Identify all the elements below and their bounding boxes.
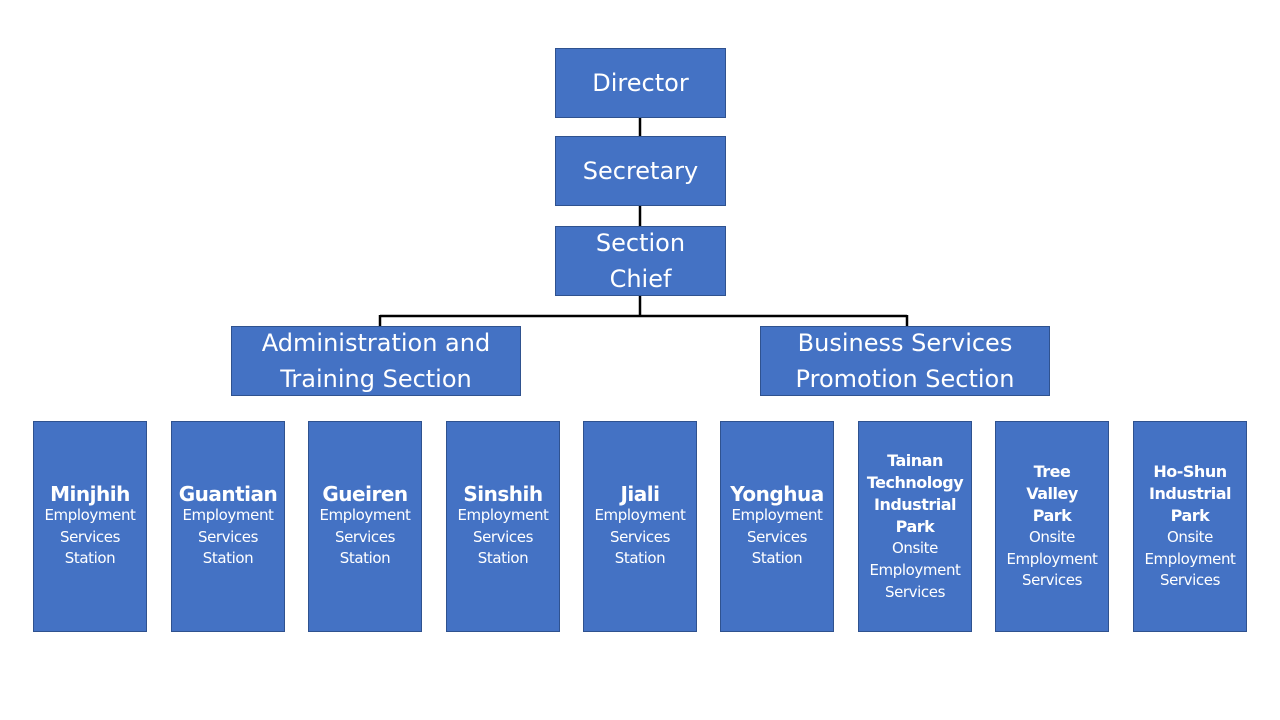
- station-minjhih: Minjhih Employment Services Station: [33, 421, 147, 632]
- station-desc: Employment Services Station: [44, 505, 136, 568]
- station-name: Ho-Shun Industrial Park: [1148, 461, 1232, 525]
- section-chief-label: Section Chief: [595, 229, 686, 293]
- station-gueiren: Gueiren Employment Services Station: [308, 421, 422, 632]
- station-name: Tree Valley Park: [1026, 461, 1078, 525]
- station-name: Jiali: [620, 481, 660, 506]
- station-guantian: Guantian Employment Services Station: [171, 421, 285, 632]
- station-ho-shun-industrial-park: Ho-Shun Industrial Park Onsite Employmen…: [1133, 421, 1247, 632]
- station-desc: Employment Services Station: [319, 505, 411, 568]
- station-sinshih: Sinshih Employment Services Station: [446, 421, 560, 632]
- secretary-box: Secretary: [555, 136, 726, 206]
- station-desc: Employment Services Station: [182, 505, 274, 568]
- station-name: Tainan Technology Industrial Park: [866, 450, 964, 536]
- station-desc: Onsite Employment Services: [1006, 527, 1098, 590]
- director-label: Director: [592, 68, 689, 97]
- station-name: Gueiren: [322, 481, 408, 506]
- admin-training-section-box: Administration and Training Section: [231, 326, 521, 396]
- station-desc: Onsite Employment Services: [1144, 527, 1236, 590]
- secretary-label: Secretary: [582, 156, 699, 185]
- station-desc: Employment Services Station: [457, 505, 549, 568]
- business-services-section-box: Business Services Promotion Section: [760, 326, 1050, 396]
- station-desc: Employment Services Station: [731, 505, 823, 568]
- section-chief-box: Section Chief: [555, 226, 726, 296]
- station-yonghua: Yonghua Employment Services Station: [720, 421, 834, 632]
- station-name: Guantian: [178, 481, 278, 506]
- station-desc: Employment Services Station: [594, 505, 686, 568]
- station-name: Yonghua: [730, 481, 824, 506]
- station-name: Sinshih: [463, 481, 543, 506]
- director-box: Director: [555, 48, 726, 118]
- admin-training-section-label: Administration and Training Section: [261, 329, 491, 393]
- business-services-section-label: Business Services Promotion Section: [795, 329, 1015, 393]
- station-tainan-technology-industrial-park: Tainan Technology Industrial Park Onsite…: [858, 421, 972, 632]
- station-tree-valley-park: Tree Valley Park Onsite Employment Servi…: [995, 421, 1109, 632]
- station-jiali: Jiali Employment Services Station: [583, 421, 697, 632]
- station-desc: Onsite Employment Services: [869, 539, 961, 601]
- station-name: Minjhih: [50, 481, 130, 506]
